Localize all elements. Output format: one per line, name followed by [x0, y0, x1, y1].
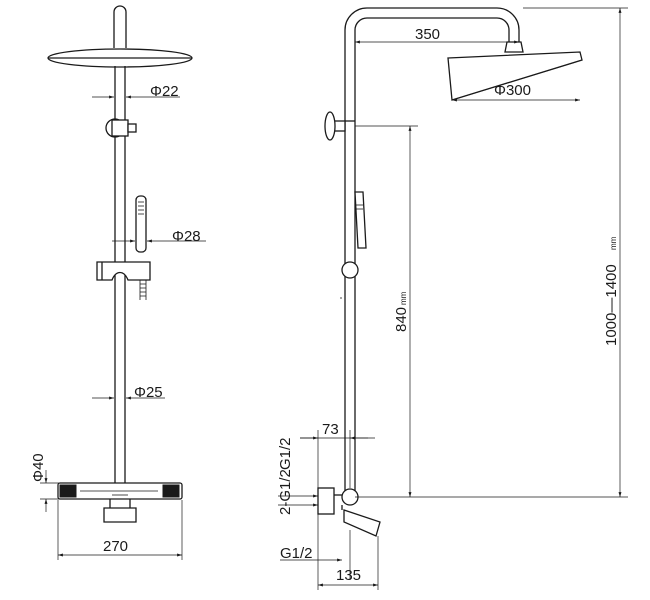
side-view: 350 Φ300 840 mm 1000—1400 mm 73 G1/2 2-G…: [277, 7, 628, 590]
front-left-handle: [59, 484, 77, 498]
total-unit-label: mm: [609, 236, 618, 250]
front-spout: [103, 507, 137, 523]
side-mixer-body: [317, 487, 335, 515]
outlet-projection-label: 135: [336, 567, 361, 584]
side-spout: [343, 509, 381, 537]
riser-diameter-label: Φ25: [134, 384, 163, 401]
mixer-width-label: 270: [103, 538, 128, 555]
inlet-top-label: G1/2: [277, 437, 294, 470]
mixer-diameter-label: Φ40: [30, 453, 47, 482]
front-view: Φ22 Φ28 Φ25 Φ40 270: [30, 5, 206, 560]
arm-length-label: 350: [415, 26, 440, 43]
head-diameter-label: Φ300: [494, 82, 531, 99]
handset-diameter-label: Φ28: [172, 228, 201, 245]
front-slider: [96, 261, 151, 281]
pipe-diameter-label: Φ22: [150, 83, 179, 100]
side-slider: [341, 261, 359, 279]
total-height-label: 1000—1400: [603, 264, 620, 346]
outlet-label: G1/2: [280, 545, 313, 562]
side-riser-inner: [354, 17, 510, 495]
slide-height-label: 840: [393, 307, 410, 332]
side-shower-head: [447, 51, 583, 101]
riser-top: [113, 5, 127, 48]
side-diverter-knob: [324, 111, 336, 141]
side-hand-shower: [354, 191, 367, 249]
side-riser-outer: [344, 7, 520, 495]
wall-offset-label: 73: [322, 421, 339, 438]
front-right-handle: [162, 484, 180, 498]
front-hand-shower: [135, 195, 147, 253]
inlet-side-label: 2-G1/2: [277, 469, 294, 515]
slide-unit-label: mm: [399, 291, 408, 305]
